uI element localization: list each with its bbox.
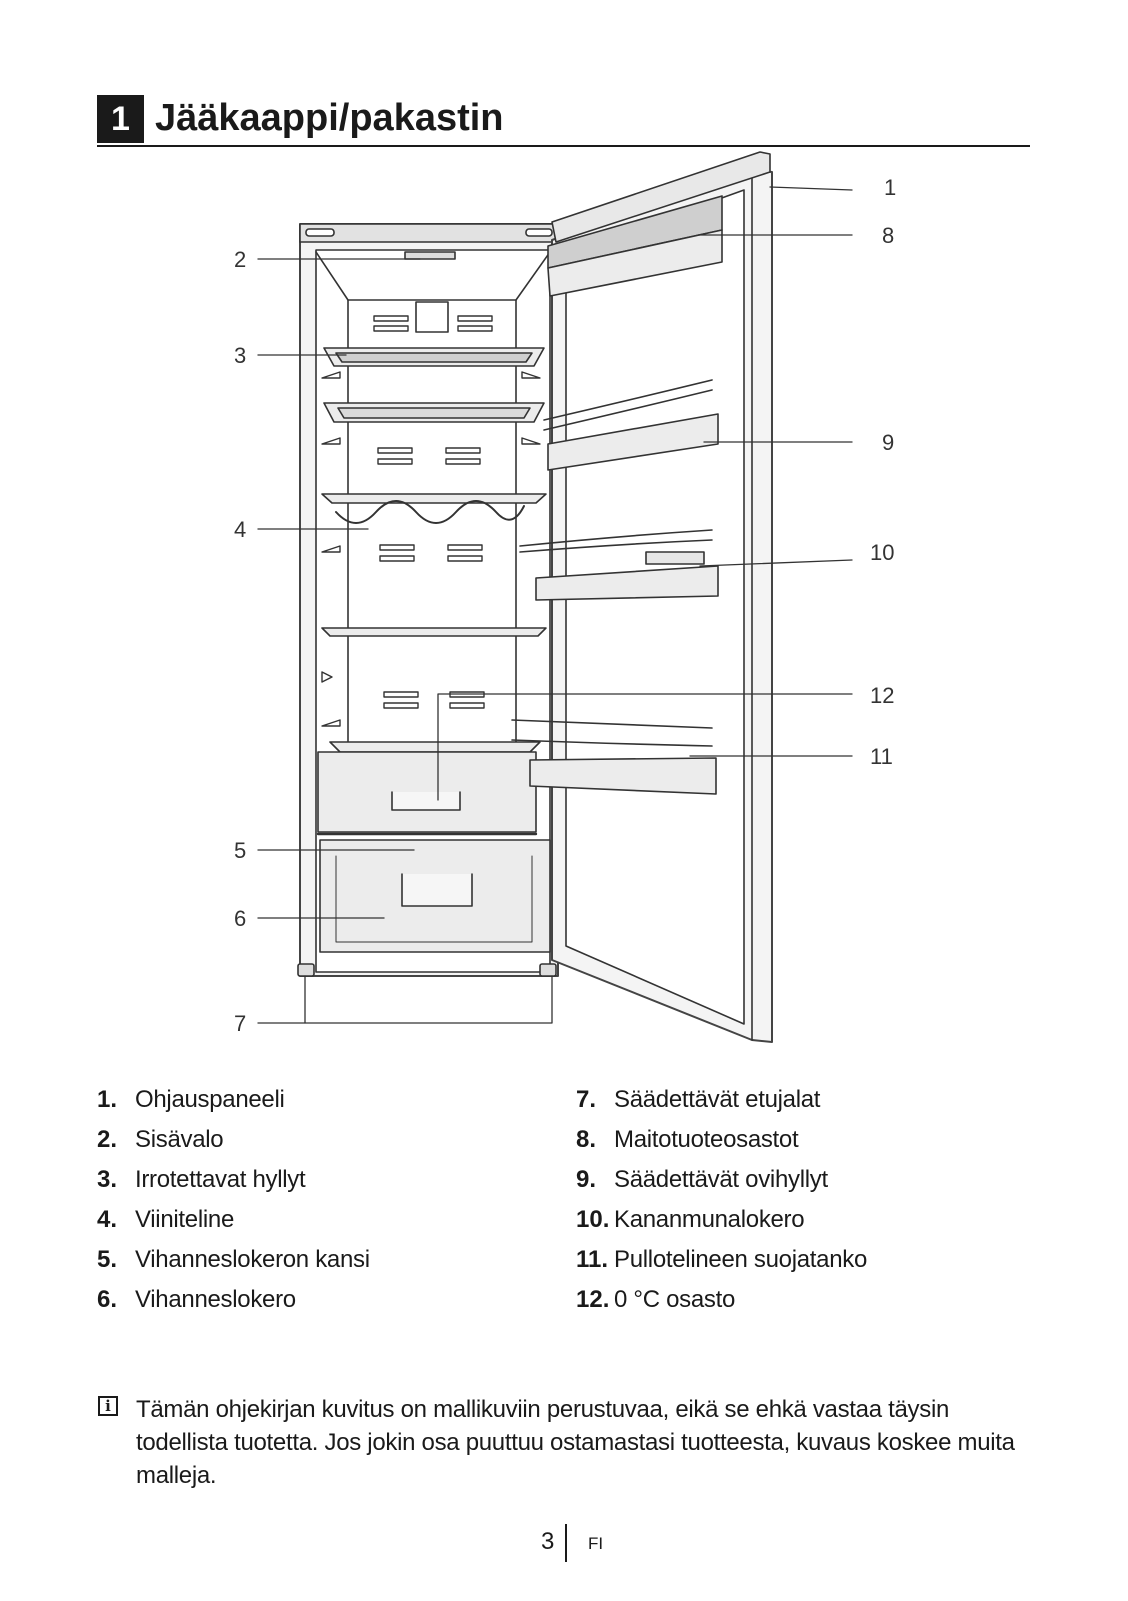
legend-label: Vihanneslokero	[135, 1286, 296, 1313]
callout-5: 5	[234, 838, 247, 863]
callout-8: 8	[882, 223, 895, 248]
crisper-drawers	[316, 751, 551, 953]
legend-number: 12.	[576, 1286, 610, 1313]
callout-12: 12	[870, 683, 895, 708]
legend-item: 6. Vihanneslokero	[97, 1288, 517, 1328]
legend-number: 4.	[97, 1206, 118, 1233]
legend-label: Sisävalo	[135, 1126, 224, 1153]
legend-item: 1. Ohjauspaneeli	[97, 1088, 517, 1128]
legend-label: Vihanneslokeron kansi	[135, 1246, 370, 1273]
legend-label: Viiniteline	[135, 1206, 234, 1233]
legend-item: 5. Vihanneslokeron kansi	[97, 1248, 517, 1288]
legend-label: Säädettävät etujalat	[614, 1086, 821, 1113]
legend-label: Kananmunalokero	[614, 1206, 805, 1233]
section-title: Jääkaappi/pakastin	[155, 97, 504, 139]
refrigerator-diagram	[257, 151, 853, 1043]
language-code: FI	[588, 1534, 604, 1553]
legend-label: Irrotettavat hyllyt	[135, 1166, 306, 1193]
legend-label: Maitotuoteosastot	[614, 1126, 799, 1153]
callout-1: 1	[884, 175, 897, 200]
adjustable-feet	[297, 963, 557, 977]
legend-right-column: 7. Säädettävät etujalat 8. Maitotuoteosast…	[576, 1088, 1016, 1328]
vents	[373, 315, 493, 709]
section-header: 1 Jääkaappi/pakastin	[97, 95, 1030, 147]
legend-number: 1.	[97, 1086, 118, 1113]
shelves	[321, 347, 547, 753]
legend-label: Ohjauspaneeli	[135, 1086, 285, 1113]
legend-item: 4. Viiniteline	[97, 1208, 517, 1248]
legend-item: 9. Säädettävät ovihyllyt	[576, 1168, 1016, 1208]
legend-item: 3. Irrotettavat hyllyt	[97, 1168, 517, 1208]
legend-number: 2.	[97, 1126, 118, 1153]
callout-6: 6	[234, 906, 247, 931]
legend-label: 0 °C osasto	[614, 1286, 736, 1313]
footer-divider	[565, 1524, 567, 1562]
callout-3: 3	[234, 343, 247, 368]
legend-item: 10.Kananmunalokero	[576, 1208, 1016, 1248]
callout-7: 7	[234, 1011, 247, 1036]
callout-4: 4	[234, 517, 247, 542]
legend-number: 8.	[576, 1126, 597, 1153]
shelf-supports	[321, 371, 541, 727]
legend-number: 3.	[97, 1166, 118, 1193]
callout-9: 9	[882, 430, 895, 455]
legend-left-column: 1. Ohjauspaneeli 2. Sisävalo 3. Irrotettava…	[97, 1088, 517, 1328]
legend-number: 11.	[576, 1246, 609, 1273]
legend-number: 7.	[576, 1086, 597, 1113]
refrigerator-door	[511, 151, 773, 1043]
legend-item: 2. Sisävalo	[97, 1128, 517, 1168]
legend-item: 8. Maitotuoteosastot	[576, 1128, 1016, 1168]
page-number: 3	[541, 1528, 555, 1555]
callout-11: 11	[870, 744, 893, 769]
legend-item: 7. Säädettävät etujalat	[576, 1088, 1016, 1128]
legend-item: 12.0 °C osasto	[576, 1288, 1016, 1328]
wine-rack	[335, 500, 525, 524]
legend-number: 5.	[97, 1246, 118, 1273]
section-number-badge: 1	[97, 95, 144, 143]
legend-number: 6.	[97, 1286, 118, 1313]
info-icon: i	[98, 1396, 118, 1416]
legend-label: Säädettävät ovihyllyt	[614, 1166, 828, 1193]
legend-number: 10.	[576, 1206, 610, 1233]
legend-item: 11.Pullotelineen suojatanko	[576, 1248, 1016, 1288]
callout-10: 10	[870, 540, 895, 565]
callout-leader-lines	[257, 186, 853, 1024]
legend-number: 9.	[576, 1166, 597, 1193]
callout-2: 2	[234, 247, 247, 272]
legend-label: Pullotelineen suojatanko	[614, 1246, 867, 1273]
note-text: Tämän ohjekirjan kuvitus on mallikuviin …	[136, 1396, 1015, 1489]
